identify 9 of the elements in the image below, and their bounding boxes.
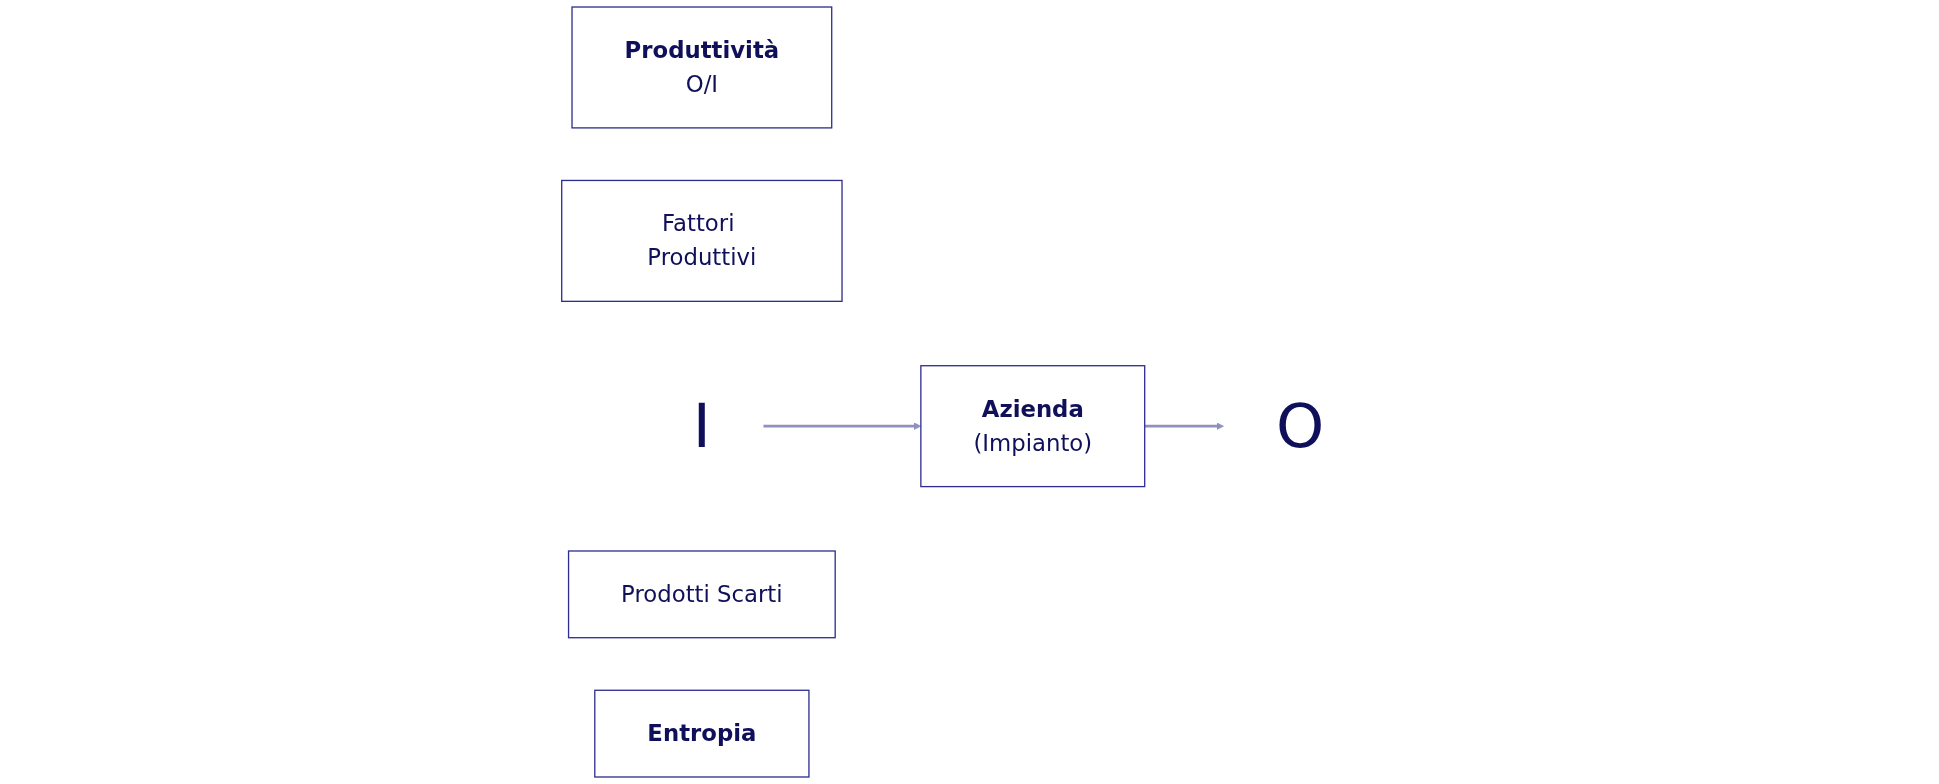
arrow [1144,422,1225,430]
node-box: Azienda (Impianto) [920,365,1146,488]
node-box: Produttività O/I [571,6,833,129]
node-text: O [1276,389,1325,462]
node-box: Fattori Produttivi [561,179,843,302]
node-text: I [692,389,712,462]
node-box: Prodotti Scarti [568,550,836,639]
arrow [763,422,922,430]
node-box: Entropia [594,689,810,778]
